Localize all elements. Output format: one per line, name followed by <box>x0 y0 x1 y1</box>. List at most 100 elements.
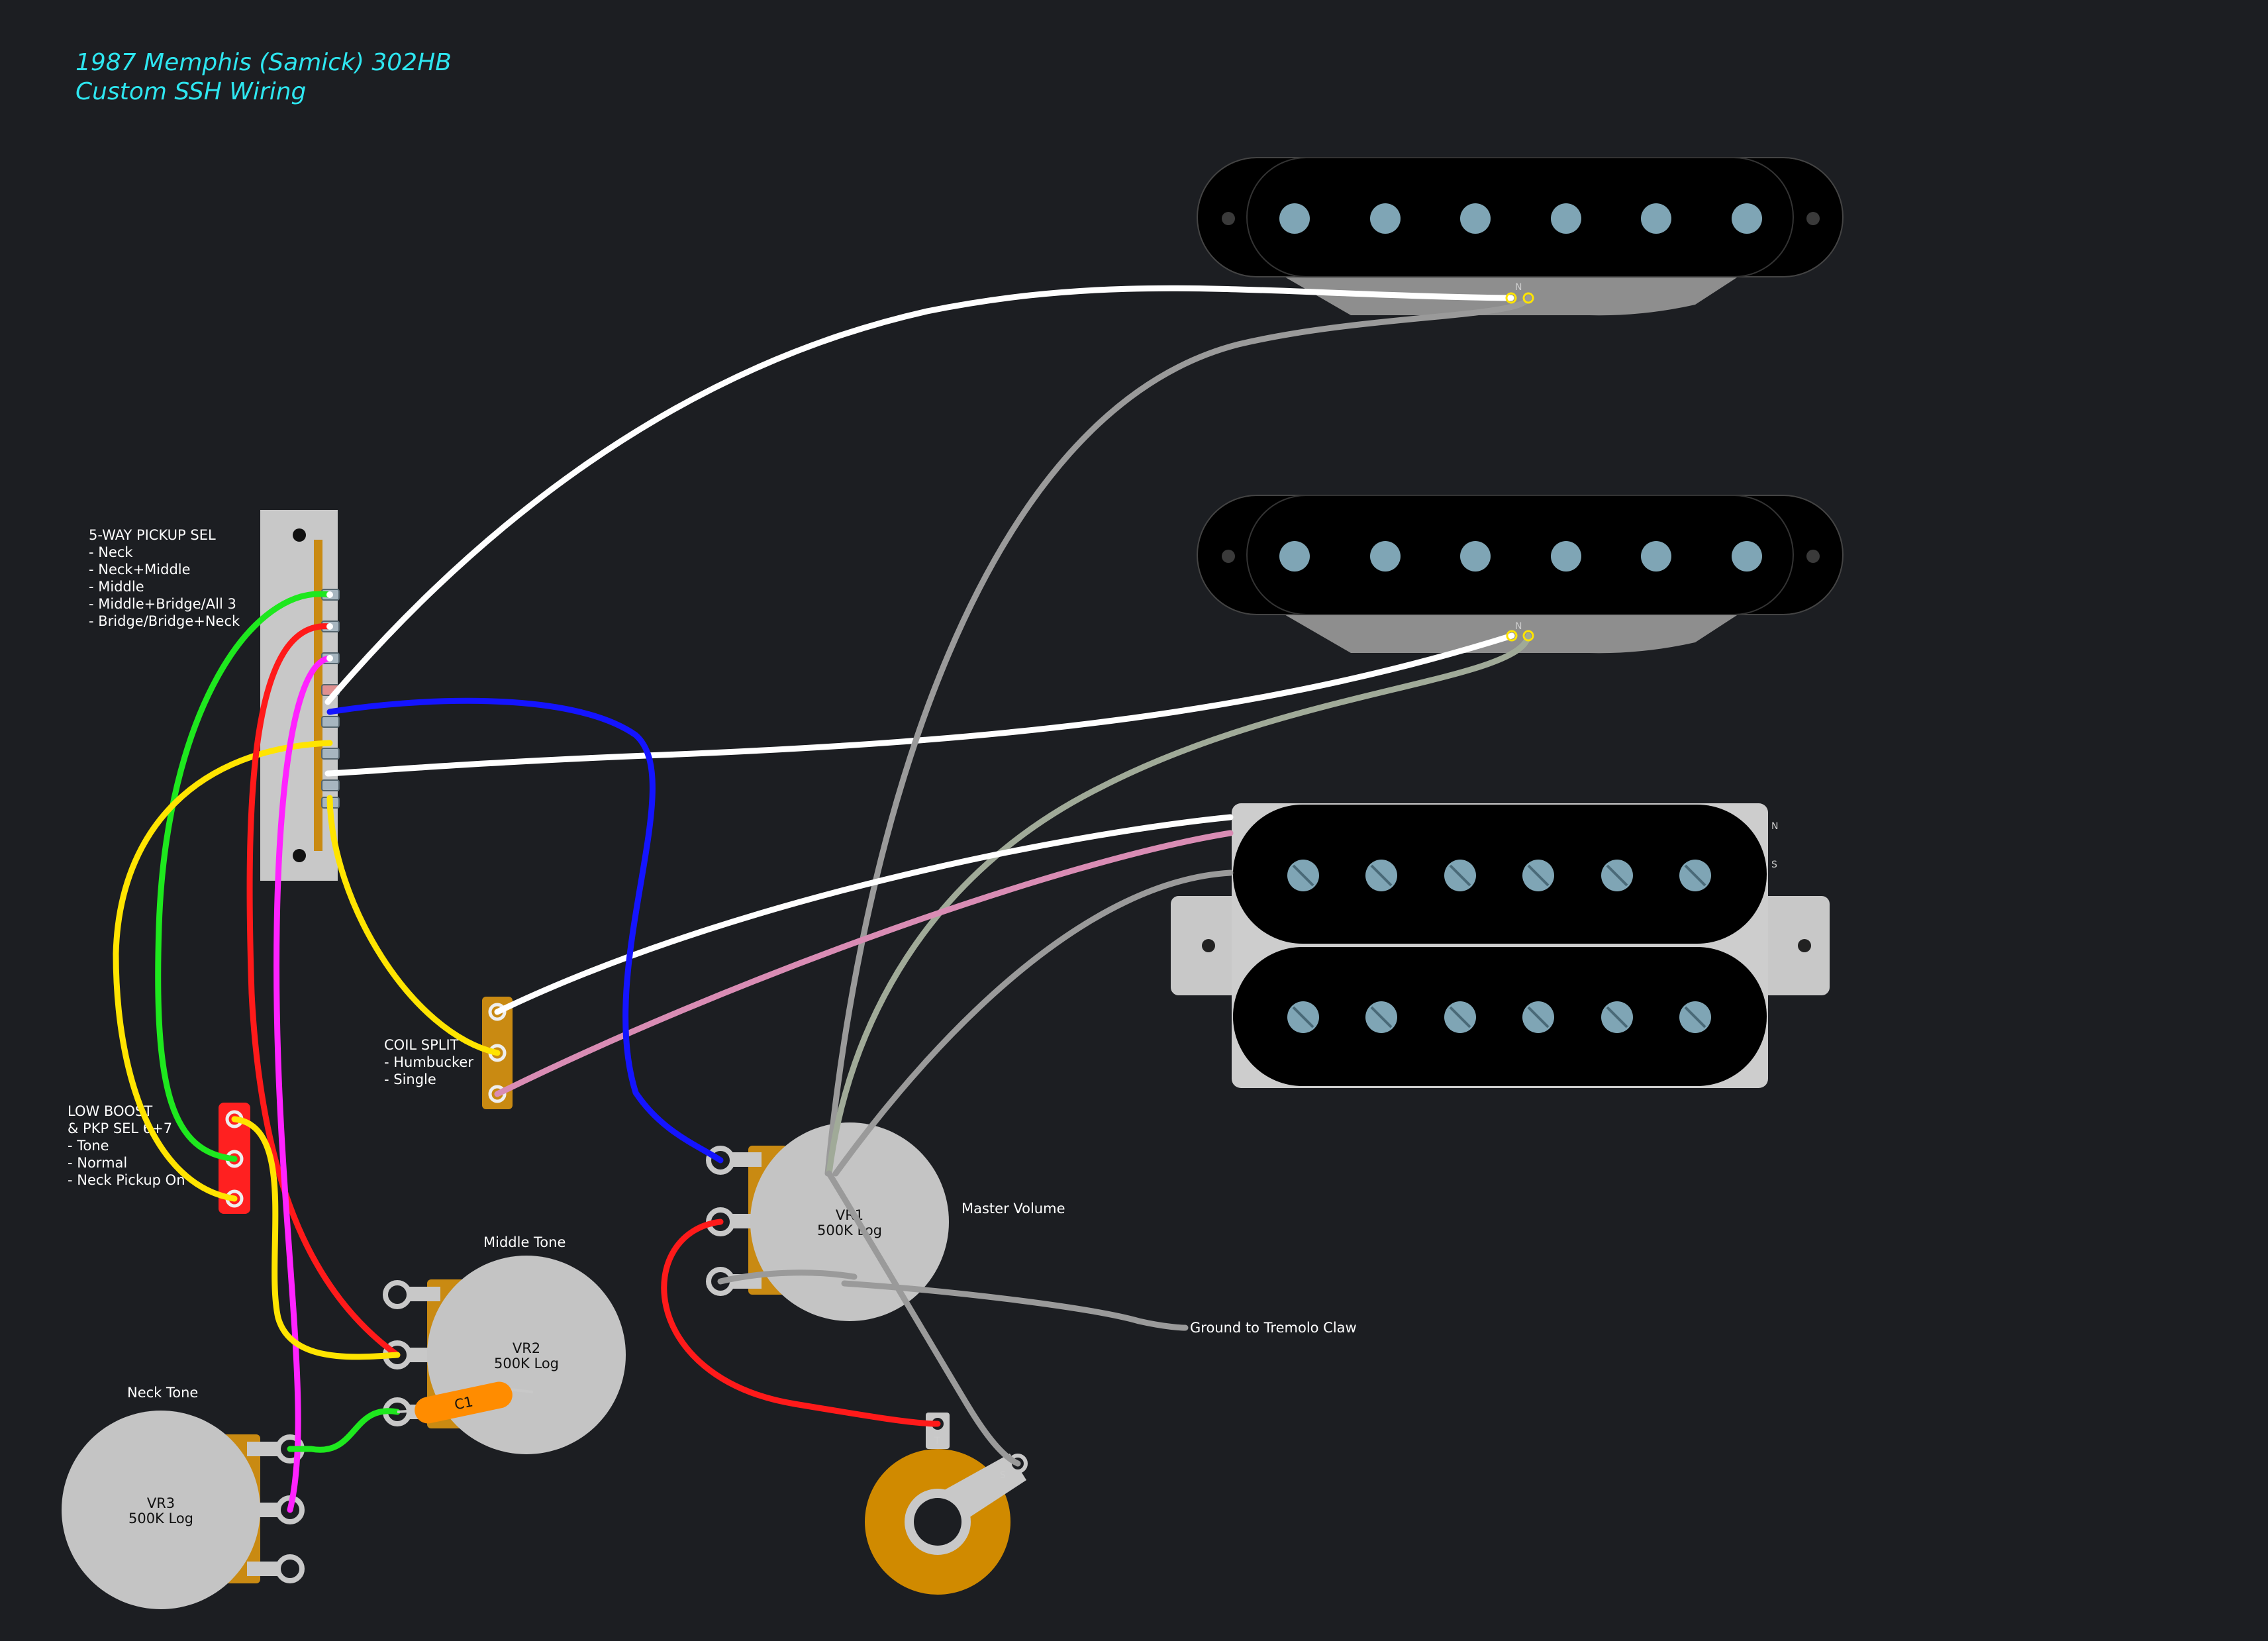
low-boost-legend: LOW BOOST & PKP SEL 6+7 - Tone - Normal … <box>68 1103 185 1188</box>
vr3-caption: Neck Tone <box>127 1385 198 1401</box>
pole-piece <box>1641 203 1671 234</box>
wire-middle-ground <box>826 632 1532 1177</box>
switch-lug <box>321 716 340 728</box>
low-boost-option: - Neck Pickup On <box>68 1172 185 1188</box>
screw-pole <box>1522 860 1554 891</box>
middle-pickup-mount-hole-left <box>1222 550 1235 563</box>
wire-ground-to-jack <box>826 1170 1021 1467</box>
wire-tone-link <box>287 1408 401 1453</box>
pole-piece <box>1370 203 1401 234</box>
pole-piece <box>1732 541 1762 572</box>
wire-switch-output <box>326 697 724 1164</box>
title-line-2: Custom SSH Wiring <box>75 78 306 105</box>
pole-piece <box>1460 203 1491 234</box>
capacitor-lead <box>397 1409 418 1413</box>
middle-pickup-bobbin <box>1246 495 1794 615</box>
humbucker-screw-poles-south <box>1287 1001 1711 1033</box>
vr3-neck-tone-pot: VR3 500K Log Neck Tone <box>62 1385 305 1609</box>
wire-tremolo-ground <box>841 1280 1189 1331</box>
vr3-value: 500K Log <box>128 1511 193 1526</box>
terminal-dot <box>1522 630 1534 642</box>
vr2-value: 500K Log <box>494 1356 559 1371</box>
jack-socket <box>914 1498 961 1546</box>
switch-lug <box>321 748 340 760</box>
vr3-lug <box>275 1554 305 1583</box>
screw-pole <box>1601 1001 1633 1033</box>
switch-wafer <box>314 540 322 851</box>
screw-pole <box>1679 1001 1711 1033</box>
wire-switch-to-coil-split <box>326 795 501 1056</box>
wire-middle-hot <box>324 632 1515 777</box>
capacitor-lead <box>509 1388 534 1393</box>
capacitor-c1: C1 <box>397 1381 534 1424</box>
switch-mount-hole-bottom <box>293 849 306 862</box>
switch-lug <box>321 779 340 791</box>
wire-low-boost-to-switch <box>113 740 333 1202</box>
wire-humbucker-split <box>494 830 1234 1097</box>
vr1-value: 500K Log <box>817 1222 882 1238</box>
neck-pickup-mount-hole-left <box>1222 212 1235 225</box>
wire-humbucker-ground <box>832 870 1234 1177</box>
vr2-caption: Middle Tone <box>483 1234 566 1250</box>
screw-pole <box>1444 1001 1476 1033</box>
switch-mount-hole-top <box>293 528 306 542</box>
humbucker-mount-hole-left <box>1202 939 1215 952</box>
wire-low-boost-to-middle-tone <box>231 1116 401 1360</box>
screw-pole <box>1444 860 1476 891</box>
vr3-pot-body <box>62 1411 260 1609</box>
coil-split-legend: COIL SPLIT - Humbucker - Single <box>384 1037 473 1087</box>
coil-split-option: - Single <box>384 1071 436 1087</box>
pickup-selector-option: - Neck+Middle <box>89 562 191 577</box>
vr3-id: VR3 <box>147 1495 175 1511</box>
screw-pole <box>1679 860 1711 891</box>
pole-piece <box>1551 541 1581 572</box>
pole-piece <box>1370 541 1401 572</box>
pole-piece <box>1460 541 1491 572</box>
pickup-selector-legend: 5-WAY PICKUP SEL - Neck - Neck+Middle - … <box>89 527 240 629</box>
wire-humbucker-hot <box>494 814 1234 1015</box>
wire-volume-to-jack <box>661 1218 941 1427</box>
solder-point <box>326 623 333 630</box>
wire-neck-ground <box>824 295 1532 1177</box>
middle-pickup-terminal-label: N <box>1515 621 1522 632</box>
pickup-terminal-dots <box>1505 292 1534 642</box>
screw-pole <box>1601 860 1633 891</box>
solder-point <box>326 655 333 662</box>
coil-split-heading: COIL SPLIT <box>384 1037 459 1053</box>
wires <box>113 285 1532 1513</box>
wire-volume-lug-ground <box>717 1269 858 1285</box>
screw-pole <box>1365 860 1397 891</box>
vr1-caption: Master Volume <box>961 1201 1065 1217</box>
neck-pickup-pole-pieces <box>1279 203 1762 234</box>
humbucker-north-label: N <box>1771 821 1778 832</box>
middle-pickup-mount-hole-right <box>1806 550 1820 563</box>
pole-piece <box>1279 541 1310 572</box>
pole-piece <box>1732 203 1762 234</box>
neck-pickup-terminal-label: N <box>1515 282 1522 293</box>
ground-label: Ground to Tremolo Claw <box>1190 1320 1357 1336</box>
coil-split-option: - Humbucker <box>384 1054 473 1070</box>
pole-piece <box>1641 541 1671 572</box>
wire-switch-to-low-boost <box>155 591 333 1162</box>
pickup-selector-option: - Middle <box>89 579 144 595</box>
screw-pole <box>1287 1001 1319 1033</box>
low-boost-option: - Normal <box>68 1155 127 1171</box>
capacitor-label: C1 <box>453 1393 474 1413</box>
pickup-selector-option: - Middle+Bridge/All 3 <box>89 596 236 612</box>
pole-piece <box>1551 203 1581 234</box>
coil-split-lug <box>488 1085 507 1103</box>
screw-pole <box>1365 1001 1397 1033</box>
humbucker-coil-south <box>1233 947 1767 1086</box>
neck-pickup-mount-hole-right <box>1806 212 1820 225</box>
solder-point <box>326 591 333 598</box>
pickup-selector-heading: 5-WAY PICKUP SEL <box>89 527 216 543</box>
pole-piece <box>1279 203 1310 234</box>
jack-sleeve-label: S <box>1000 1470 1006 1481</box>
switch-solder-points <box>326 591 333 662</box>
jack-tip-label: T <box>934 1436 940 1446</box>
terminal-dot <box>1505 292 1517 304</box>
title-line-1: 1987 Memphis (Samick) 302HB <box>75 49 452 76</box>
terminal-dot <box>1506 630 1518 642</box>
capacitor-body <box>415 1381 513 1424</box>
